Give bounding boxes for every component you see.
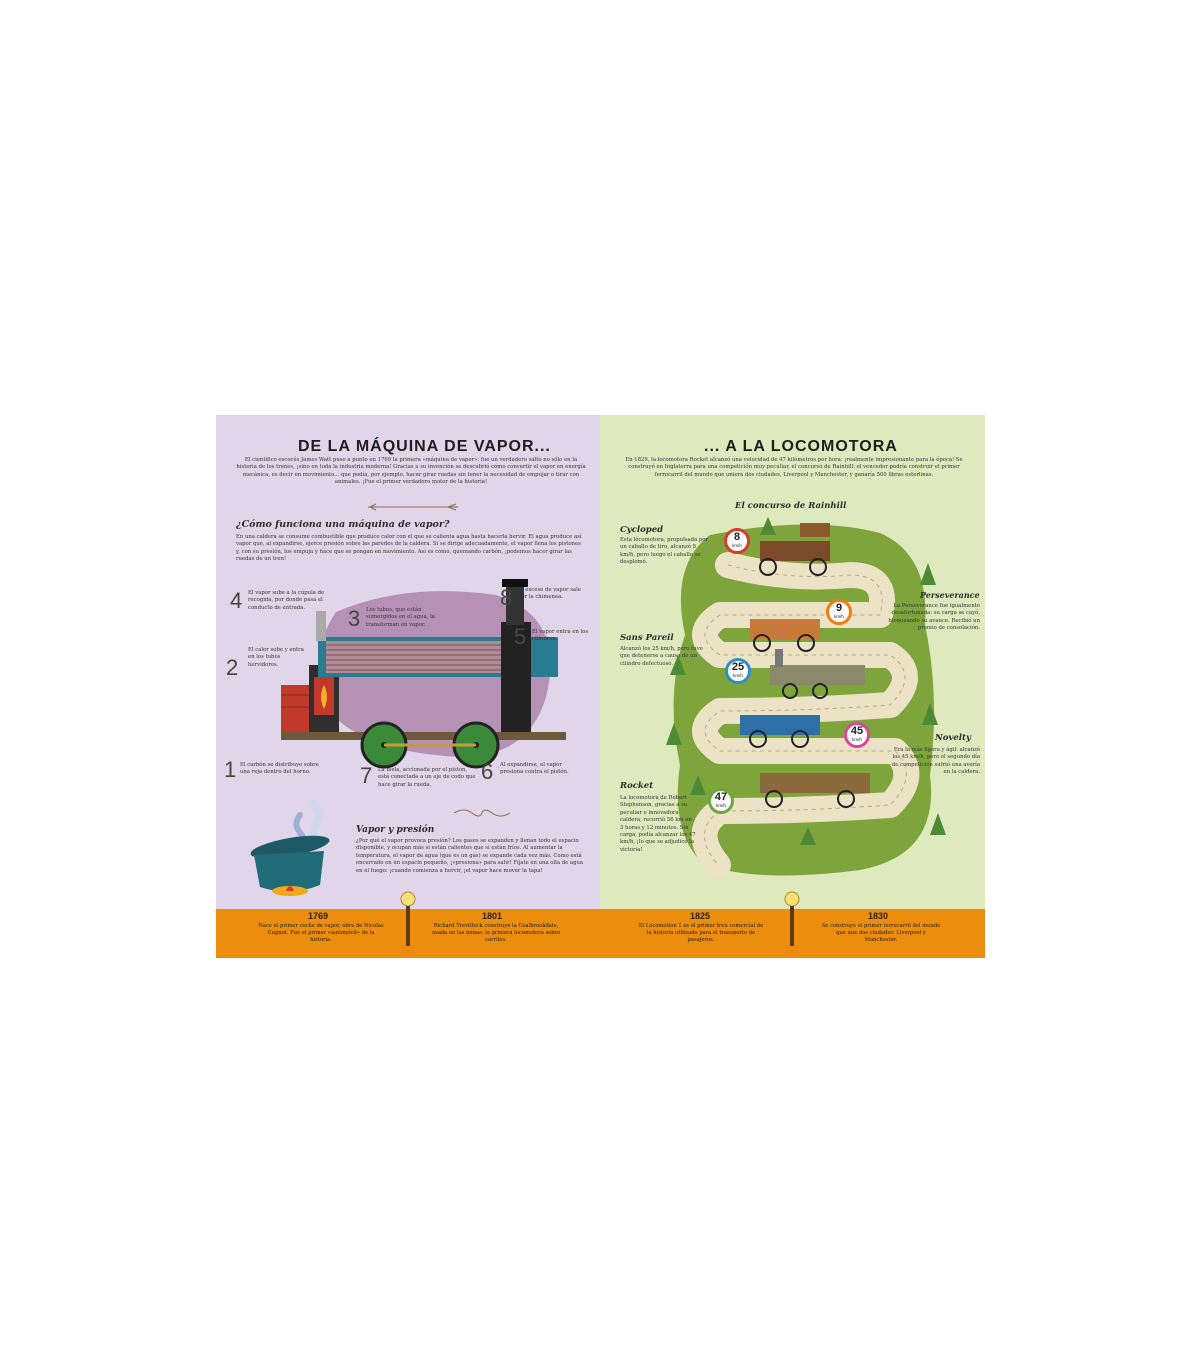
locomotive-name-cycloped: Cycloped (620, 525, 664, 535)
rainhill-subtitle: El concurso de Rainhill (735, 501, 847, 511)
locomotive-name-rocket: Rocket (620, 781, 654, 791)
left-page-title: DE LA MÁQUINA DE VAPOR... (298, 438, 551, 455)
locomotive-text-cycloped: Esta locomotora, propulsada por un cabal… (620, 537, 709, 566)
ornament-divider-icon (368, 503, 458, 511)
locomotive-name-sans-pareil: Sans Pareil (620, 633, 674, 643)
perseverance-locomotive (750, 619, 820, 652)
timeline-text-1825: El Locomotion 1 es el primer tren comerc… (638, 923, 764, 943)
steam-engine-illustration (281, 579, 566, 769)
right-page-title: ... A LA LOCOMOTORA (704, 438, 898, 455)
section2-text: ¿Por qué el vapor provoca presión? Los g… (356, 838, 584, 874)
step-text-2: El calor sube y entra en los tubos hervi… (248, 647, 304, 668)
step-number-8: 8 (500, 585, 513, 610)
step-number-7: 7 (360, 763, 373, 788)
lightbulb-icon (400, 891, 416, 946)
locomotive-text-rocket: La locomotora de Robert Stephenson, grac… (620, 795, 696, 853)
step-number-3: 3 (348, 606, 361, 631)
step-text-3: Los tubos, que están sumergidos en el ag… (366, 607, 435, 628)
step-text-4: El vapor sube a la cúpula de recogida, p… (248, 590, 325, 611)
novelty-locomotive (740, 715, 820, 748)
left-intro: El científico escocés James Watt puso a … (236, 457, 586, 486)
step-text-7: La biela, accionada por el pistón, está … (378, 767, 476, 788)
step-text-1: El carbón se distribuye sobre una reja d… (240, 762, 319, 776)
sans-pareil-locomotive (770, 649, 865, 699)
locomotive-name-perseverance: Perseverance (920, 590, 980, 600)
step-number-4: 4 (230, 588, 243, 613)
step-number-2: 2 (226, 655, 239, 680)
section1-text: En una caldera se consume combustible qu… (236, 534, 582, 563)
timeline-year-1830: 1830 (868, 911, 889, 921)
timeline-year-1825: 1825 (690, 911, 711, 921)
step-text-5: El vapor entra en los cilindros. (532, 629, 589, 643)
right-page: ... A LA LOCOMOTORA En 1829, la locomoto… (600, 415, 985, 954)
locomotive-text-novelty: Era la más ligera y ágil: alcanzó los 45… (891, 747, 980, 776)
right-intro: En 1829, la locomotora Rocket alcanzó un… (625, 457, 963, 478)
step-number-6: 6 (481, 759, 494, 784)
locomotive-name-novelty: Novelty (935, 733, 971, 743)
book-spread: DE LA MÁQUINA DE VAPOR... El científico … (216, 415, 985, 958)
left-page: DE LA MÁQUINA DE VAPOR... El científico … (216, 415, 600, 954)
race-track-map (666, 517, 946, 878)
timeline-text-1769: Nace el primer coche de vapor, obra de N… (258, 923, 384, 943)
lightbulb-icon (784, 891, 800, 946)
timeline-year-1801: 1801 (482, 911, 503, 921)
timeline-text-1830: Se construye el primer ferrocarril del m… (821, 923, 941, 943)
step-text-6: Al expandirse, el vapor presiona contra … (500, 762, 569, 776)
ornament-swirl-icon (453, 809, 511, 817)
step-number-5: 5 (514, 624, 527, 649)
timeline-year-1769: 1769 (308, 911, 329, 921)
locomotive-text-sans-pareil: Alcanzó los 25 km/h, pero tuvo que deten… (620, 646, 703, 667)
cycloped-locomotive (759, 523, 830, 576)
locomotive-text-perseverance: La Perseverance fue igualmente desafortu… (888, 603, 980, 632)
section1-title: ¿Cómo funciona una máquina de vapor? (236, 519, 450, 530)
step-number-1: 1 (224, 757, 237, 782)
step-text-8: El exceso de vapor sale por la chimenea. (518, 587, 581, 601)
timeline-strip: 1769 Nace el primer coche de vapor, obra… (216, 891, 985, 958)
rocket-locomotive (760, 773, 870, 808)
timeline-text-1801: Richard Trevithick construye la Coalbroo… (431, 923, 561, 943)
boiling-pot-illustration (250, 799, 330, 896)
section2-title: Vapor y presión (356, 825, 435, 835)
